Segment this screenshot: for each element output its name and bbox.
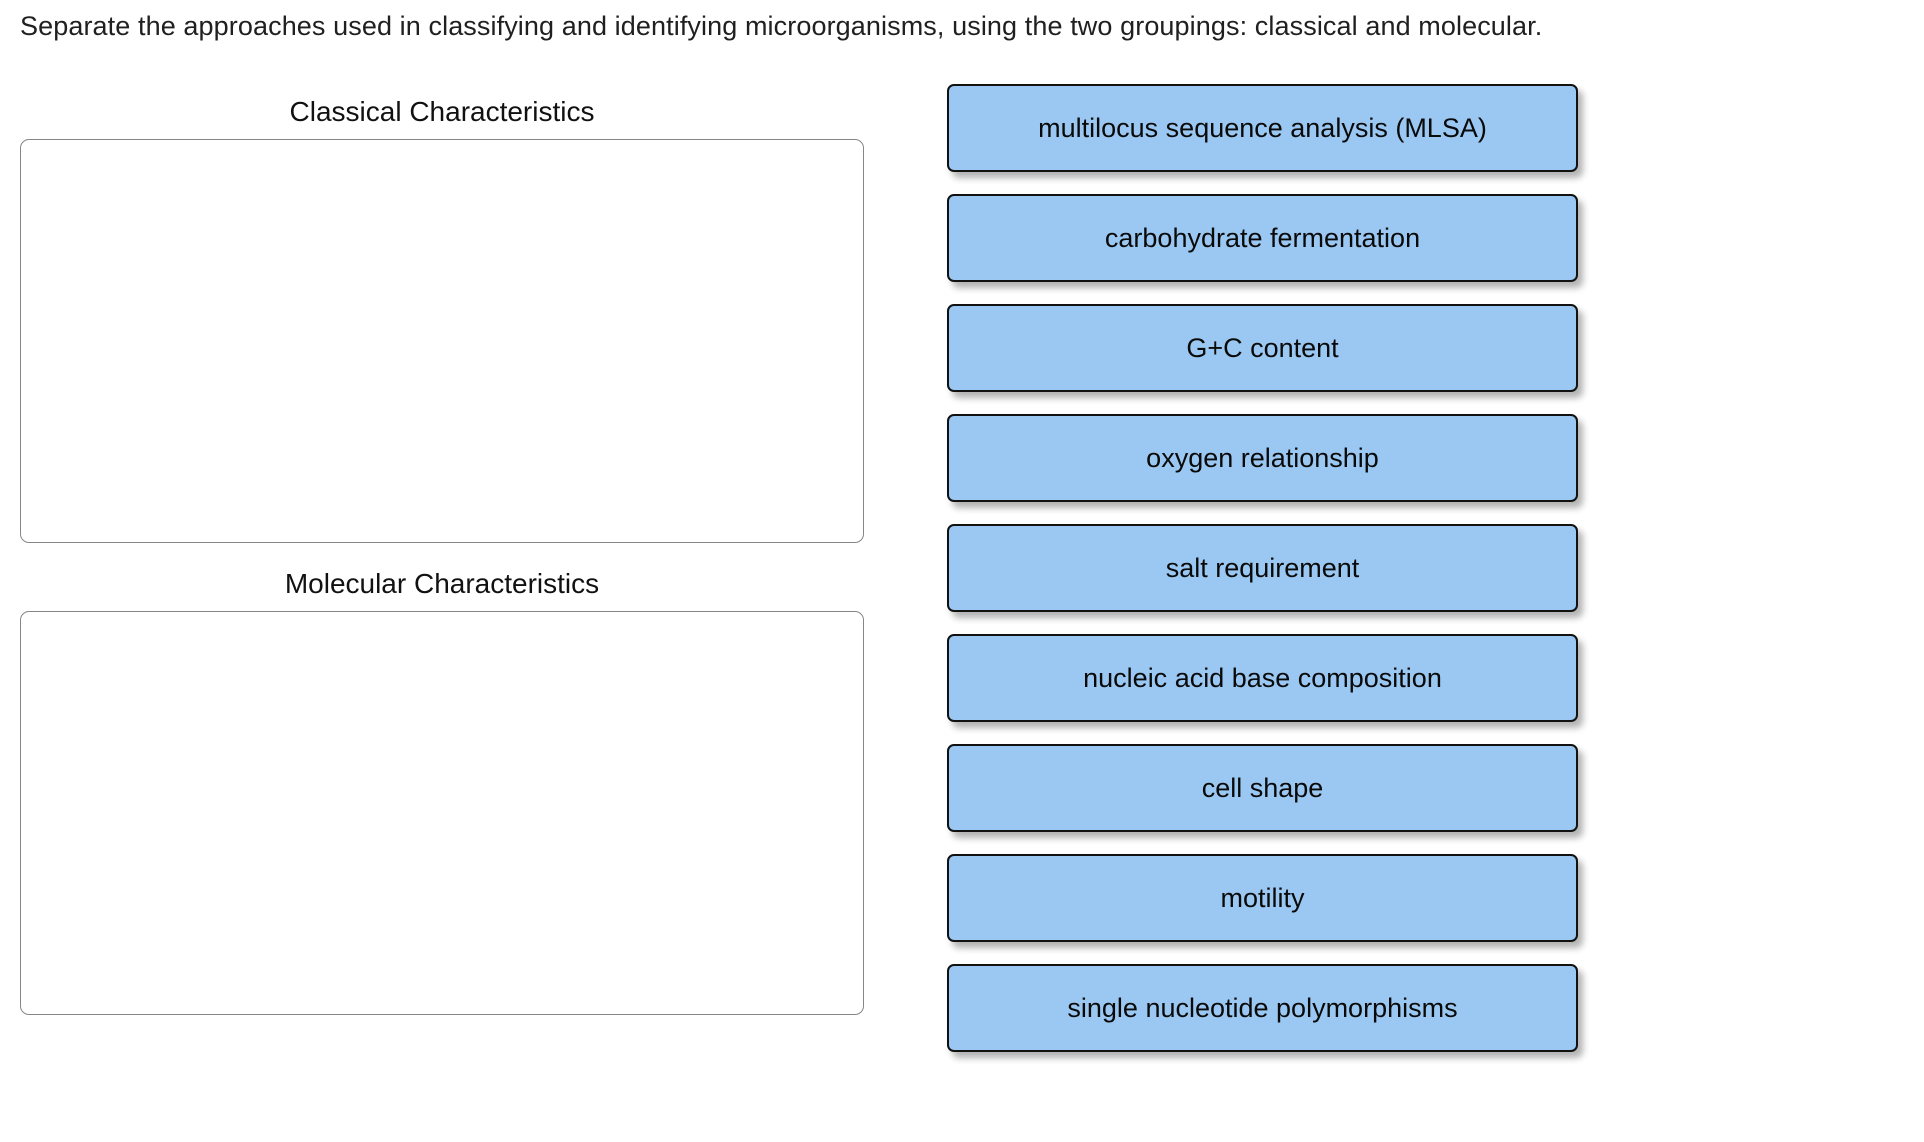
- question-prompt: Separate the approaches used in classify…: [20, 11, 1543, 41]
- drop-zone-molecular-characteristics[interactable]: [20, 611, 864, 1015]
- molecular-characteristics-heading: Molecular Characteristics: [284, 568, 600, 599]
- draggable-card-bank: multilocus sequence analysis (MLSA) carb…: [947, 84, 1587, 1052]
- card-label: nucleic acid base composition: [1083, 663, 1442, 693]
- card-label: oxygen relationship: [1146, 443, 1379, 473]
- draggable-card[interactable]: cell shape: [947, 744, 1578, 832]
- card-label: motility: [1220, 883, 1305, 913]
- drop-zone-classical-characteristics[interactable]: [20, 139, 864, 543]
- drop-zone-column: Classical Characteristics Molecular Char…: [0, 95, 900, 1055]
- card-label: multilocus sequence analysis (MLSA): [1038, 113, 1487, 143]
- card-label: cell shape: [1201, 773, 1324, 803]
- draggable-card[interactable]: multilocus sequence analysis (MLSA): [947, 84, 1578, 172]
- card-label: single nucleotide polymorphisms: [1067, 993, 1458, 1023]
- card-label: carbohydrate fermentation: [1104, 223, 1421, 253]
- zone-group-classical: Classical Characteristics: [0, 95, 900, 543]
- draggable-card[interactable]: motility: [947, 854, 1578, 942]
- zone-group-molecular: Molecular Characteristics: [0, 567, 900, 1015]
- draggable-card[interactable]: oxygen relationship: [947, 414, 1578, 502]
- draggable-card[interactable]: carbohydrate fermentation: [947, 194, 1578, 282]
- card-label: salt requirement: [1165, 553, 1360, 583]
- draggable-card[interactable]: single nucleotide polymorphisms: [947, 964, 1578, 1052]
- draggable-card[interactable]: nucleic acid base composition: [947, 634, 1578, 722]
- classical-characteristics-heading: Classical Characteristics: [289, 96, 595, 127]
- card-label: G+C content: [1186, 333, 1339, 363]
- draggable-card[interactable]: G+C content: [947, 304, 1578, 392]
- draggable-card[interactable]: salt requirement: [947, 524, 1578, 612]
